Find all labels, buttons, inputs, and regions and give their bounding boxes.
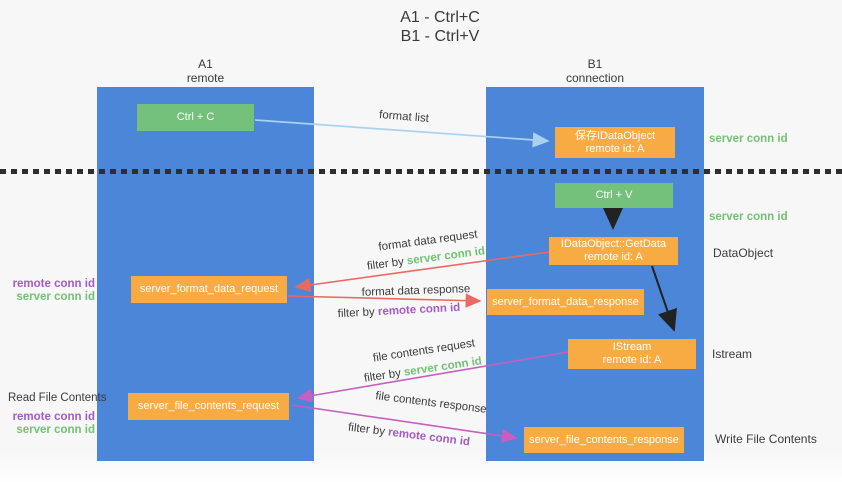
node-server-file-contents-request-label: server_file_contents_request [137, 400, 280, 412]
node-server-format-data-response-label: server_format_data_response [492, 295, 639, 308]
label-remote-conn-id-2: remote conn id [12, 411, 95, 423]
label-write-file-contents: Write File Contents [715, 432, 817, 446]
title-line-1: A1 - Ctrl+C [400, 9, 480, 26]
diagram-title: A1 - Ctrl+C B1 - Ctrl+V [300, 8, 580, 46]
label-istream: Istream [712, 347, 753, 361]
lane-header-b1: B1 connection [486, 57, 704, 85]
node-save-idataobject: 保存IDataObject remote id: A [555, 127, 675, 158]
filter-key-remote-conn-id: remote conn id [377, 301, 461, 319]
filter-prefix: filter by [366, 255, 408, 273]
node-save-idataobject-line2: remote id: A [585, 142, 645, 155]
label-server-conn-id-top: server conn id [709, 133, 788, 145]
label-remote-conn-id-1: remote conn id [12, 278, 95, 290]
label-conn-id-pair-2: remote conn id server conn id [0, 411, 95, 437]
session-divider-dotted-line [0, 169, 842, 174]
node-istream-line2: remote id: A [602, 354, 662, 366]
lane-b1-title: B1 [587, 57, 603, 71]
label-file-contents-response: file contents response [374, 390, 488, 416]
label-dataobject: DataObject [713, 246, 774, 260]
filter-prefix: filter by [347, 421, 389, 439]
filter-prefix: filter by [337, 306, 379, 321]
filter-key-server-conn-id: server conn id [403, 355, 483, 379]
node-istream-line1: IStream [612, 341, 652, 353]
label-conn-id-pair-1: remote conn id server conn id [0, 278, 95, 304]
node-idataobject-getdata-line2: remote id: A [584, 251, 643, 263]
lane-b1-subtitle: connection [565, 71, 625, 85]
filter-key-remote-conn-id: remote conn id [387, 426, 471, 449]
node-ctrl-c: Ctrl + C [137, 104, 254, 131]
node-server-format-data-response: server_format_data_response [487, 289, 644, 315]
node-ctrl-v-label: Ctrl + V [595, 189, 633, 201]
node-ctrl-v: Ctrl + V [555, 183, 673, 208]
node-server-file-contents-request: server_file_contents_request [128, 393, 289, 420]
lane-a1-title: A1 [198, 57, 213, 71]
label-format-data-response-filter: filter by remote conn id [337, 302, 460, 320]
node-save-idataobject-line1: 保存IDataObject [574, 129, 656, 142]
lane-a1-subtitle: remote [186, 71, 225, 85]
filter-prefix: filter by [363, 366, 405, 385]
label-format-data-response: format data response [361, 283, 471, 299]
filter-key-server-conn-id: server conn id [406, 245, 486, 268]
node-server-file-contents-response: server_file_contents_response [524, 427, 684, 453]
node-idataobject-getdata-line1: IDataObject::GetData [560, 238, 667, 250]
lane-header-a1: A1 remote [97, 57, 314, 85]
node-ctrl-c-label: Ctrl + C [176, 111, 215, 123]
label-server-conn-id-2: server conn id [16, 424, 95, 436]
label-server-conn-id-mid: server conn id [709, 211, 788, 223]
label-read-file-contents: Read File Contents [8, 392, 107, 404]
label-format-list: format list [378, 109, 430, 125]
node-istream: IStream remote id: A [568, 339, 696, 369]
node-idataobject-getdata: IDataObject::GetData remote id: A [549, 237, 678, 265]
node-server-format-data-request: server_format_data_request [131, 276, 287, 303]
label-server-conn-id-1: server conn id [16, 291, 95, 303]
node-server-format-data-request-label: server_format_data_request [139, 283, 279, 295]
title-line-2: B1 - Ctrl+V [400, 28, 480, 45]
label-file-contents-response-filter: filter by remote conn id [347, 422, 470, 449]
node-server-file-contents-response-label: server_file_contents_response [529, 433, 679, 446]
